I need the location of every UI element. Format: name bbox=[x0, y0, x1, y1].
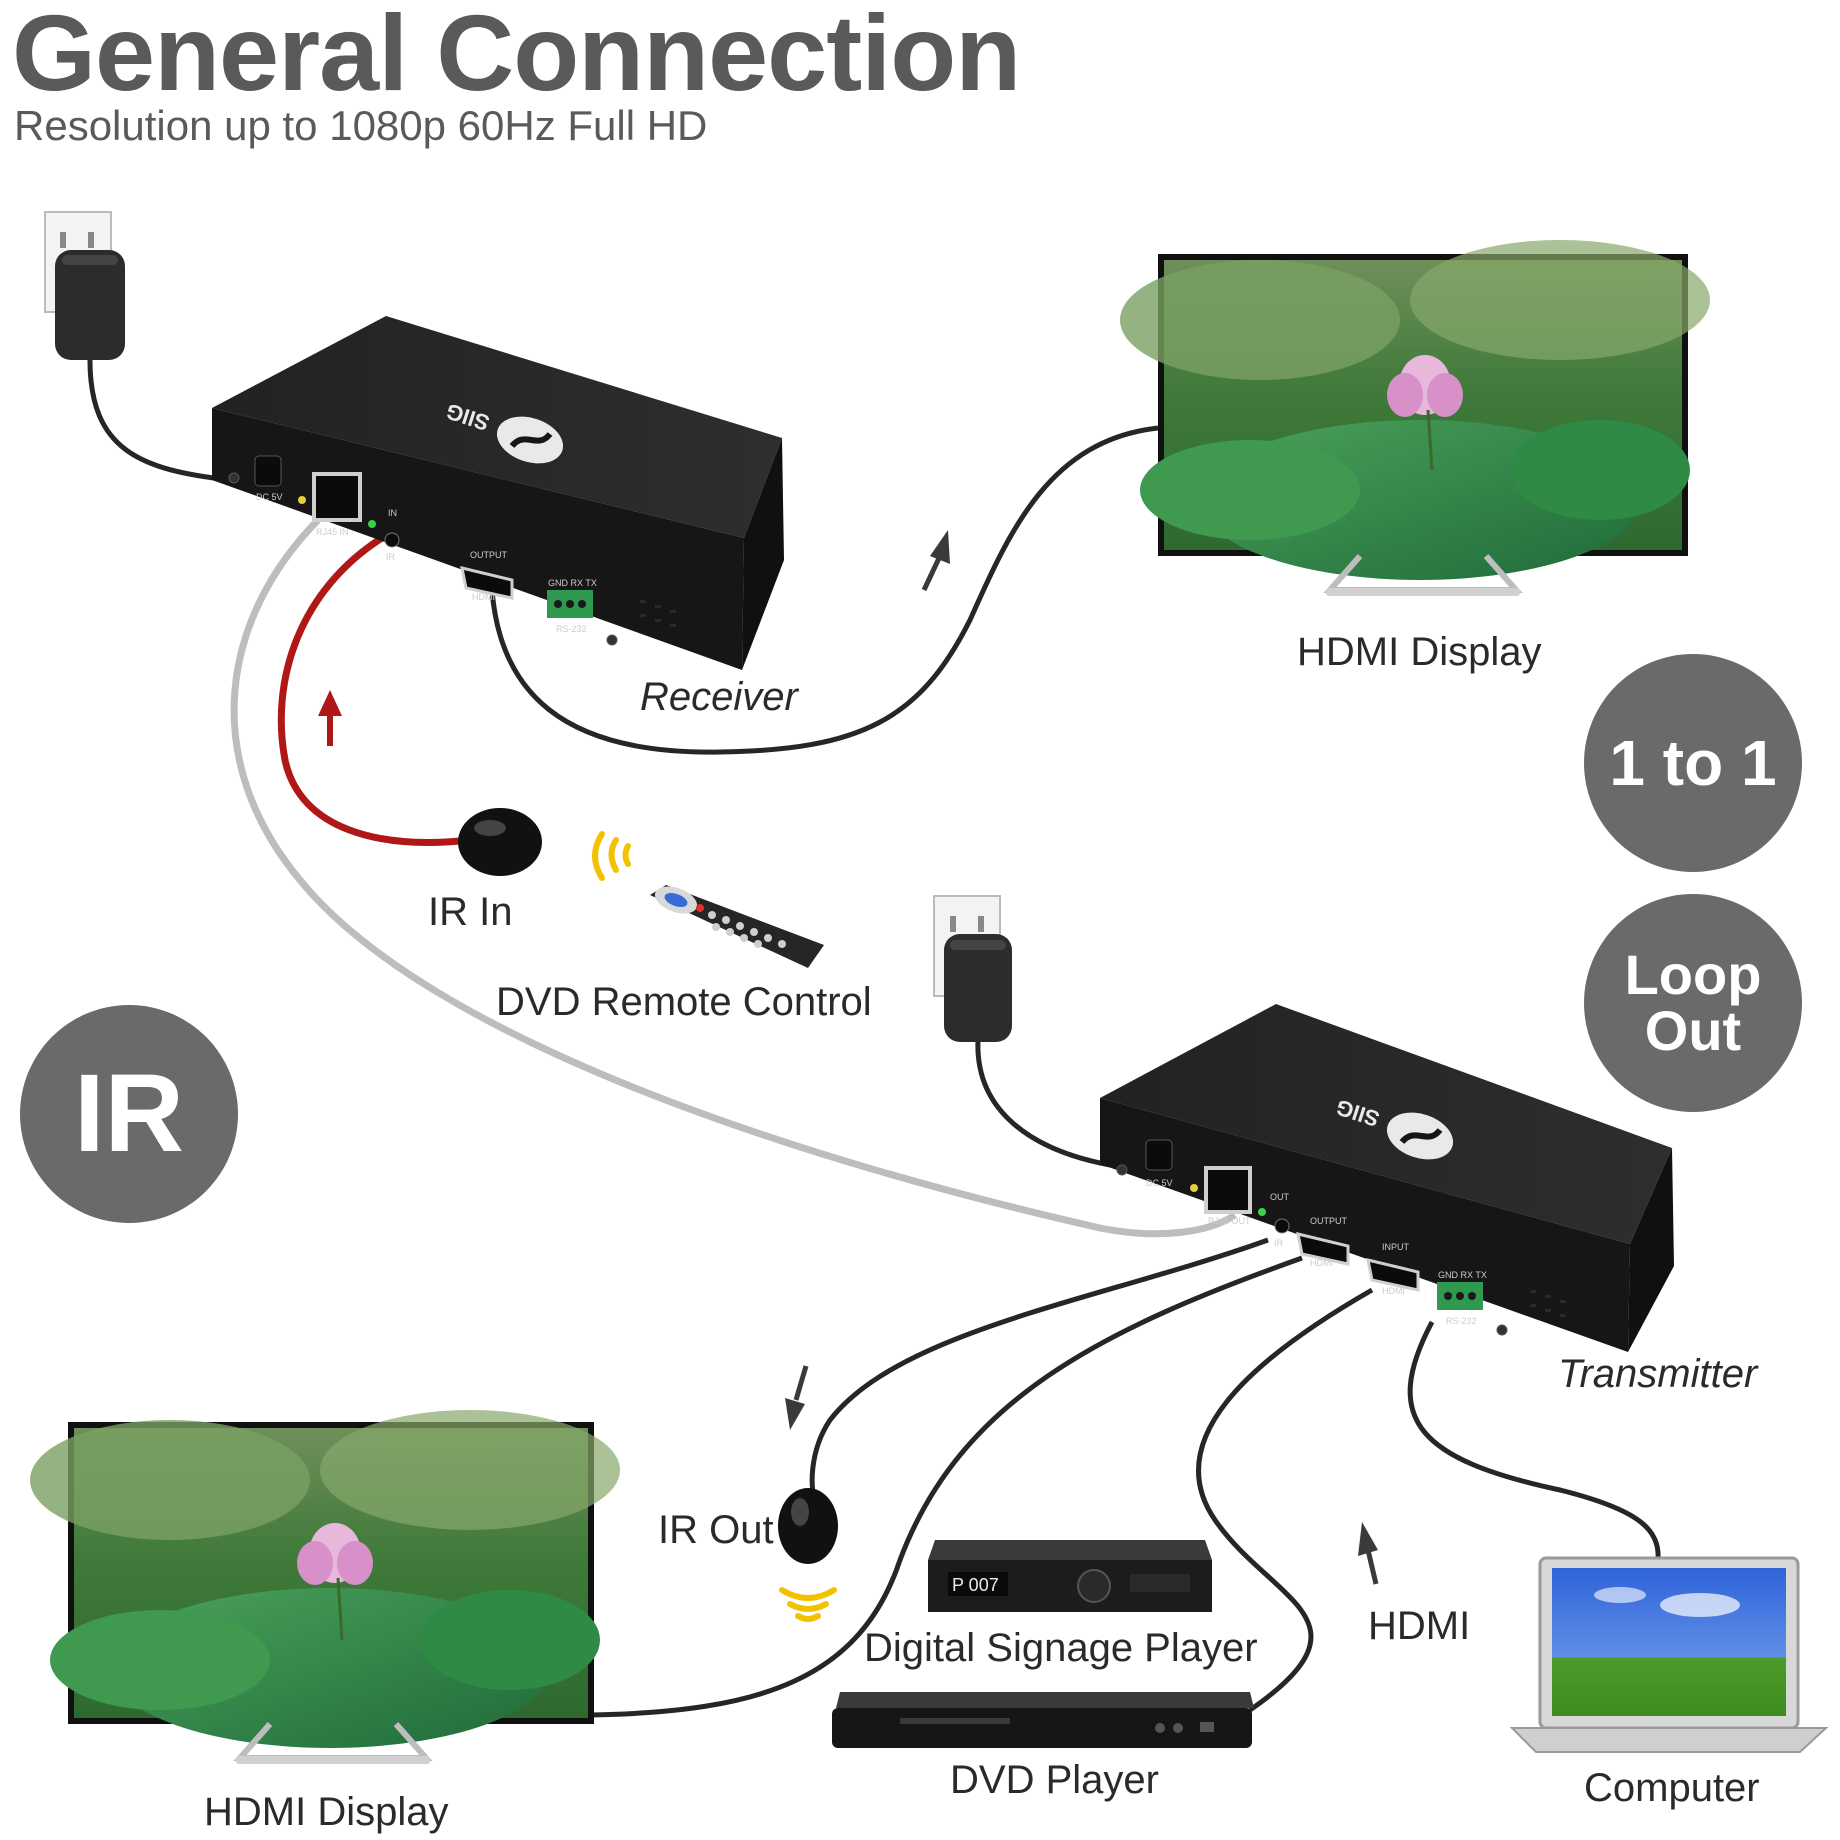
link-led bbox=[1258, 1208, 1266, 1216]
loop-out-hdmi-cable bbox=[589, 1255, 1303, 1718]
svg-text:IR: IR bbox=[386, 552, 396, 562]
siig-logo: SIIG bbox=[443, 398, 564, 464]
hdmi-input-port bbox=[1366, 1257, 1420, 1292]
svg-text:IR: IR bbox=[1274, 1238, 1284, 1248]
ir-in-sensor bbox=[458, 808, 542, 876]
dvd-player-label: DVD Player bbox=[950, 1758, 1159, 1802]
ir-out-emitter bbox=[778, 1488, 838, 1622]
top-hdmi-display-label: HDMI Display bbox=[1297, 630, 1542, 674]
top-hdmi-display bbox=[1120, 240, 1710, 596]
ir-badge: IR bbox=[20, 1005, 238, 1223]
receiver-label: Receiver bbox=[640, 675, 798, 719]
svg-text:HDMI: HDMI bbox=[1310, 1258, 1333, 1268]
bottom-hdmi-display-label: HDMI Display bbox=[204, 1790, 449, 1834]
receiver-device: SIIG DC 5V RJ45 IN IN IR OUTPUT HDMI GND… bbox=[212, 316, 784, 670]
loop-out-line1: Loop bbox=[1624, 943, 1762, 1006]
ir-out-jack bbox=[1274, 1218, 1290, 1234]
page-title: General Connection bbox=[12, 0, 1021, 113]
hdmi-label: HDMI bbox=[1368, 1604, 1471, 1648]
cat-cable bbox=[230, 517, 1237, 1238]
ir-badge-text: IR bbox=[74, 1052, 184, 1175]
svg-text:GND RX TX: GND RX TX bbox=[548, 578, 597, 588]
ir-in-cable bbox=[277, 535, 471, 846]
digital-signage-player: P 007 bbox=[928, 1540, 1212, 1612]
signage-readout: P 007 bbox=[952, 1575, 999, 1595]
svg-text:HDMI: HDMI bbox=[1382, 1286, 1405, 1296]
svg-text:RJ45 IN: RJ45 IN bbox=[316, 527, 349, 537]
link-led bbox=[368, 520, 376, 528]
svg-text:IN: IN bbox=[388, 508, 397, 518]
receiver-power-cable bbox=[87, 359, 231, 483]
ir-in-jack bbox=[384, 532, 400, 548]
receiver-hdmi-cable bbox=[489, 425, 1159, 755]
svg-text:DC 5V: DC 5V bbox=[256, 492, 283, 502]
arrow-down-icon bbox=[785, 1365, 809, 1430]
rs232-cable bbox=[1407, 1320, 1661, 1561]
ir-in-label: IR In bbox=[428, 890, 513, 934]
rj45-out-port bbox=[1204, 1166, 1252, 1214]
arrow-up-red-icon bbox=[318, 690, 342, 746]
screw bbox=[228, 472, 240, 484]
ir-out-label: IR Out bbox=[658, 1508, 774, 1552]
dvd-remote-label: DVD Remote Control bbox=[496, 980, 872, 1024]
dc-port bbox=[254, 455, 282, 487]
dvd-player bbox=[832, 1692, 1254, 1748]
loop-out-line2: Out bbox=[1644, 999, 1742, 1062]
svg-text:RS-232: RS-232 bbox=[1446, 1316, 1477, 1326]
transmitter-device: SIIG DC 5V RJ45 OUT OUT IR OUTPUT HDMI I… bbox=[1100, 1004, 1674, 1352]
loop-out-badge: Loop Out bbox=[1584, 894, 1802, 1112]
hdmi-input-cable bbox=[1195, 1287, 1374, 1713]
page-subtitle: Resolution up to 1080p 60Hz Full HD bbox=[14, 102, 708, 149]
siig-logo: SIIG bbox=[1333, 1094, 1454, 1160]
svg-text:OUT: OUT bbox=[1270, 1192, 1290, 1202]
svg-text:GND RX TX: GND RX TX bbox=[1438, 1270, 1487, 1280]
arrow-up-right-icon bbox=[921, 530, 950, 592]
transmitter-power-cable bbox=[975, 1039, 1111, 1168]
transmitter-label: Transmitter bbox=[1558, 1352, 1758, 1396]
arrow-up-hdmi-icon bbox=[1358, 1522, 1379, 1585]
svg-text:INPUT: INPUT bbox=[1382, 1242, 1410, 1252]
one-to-one-badge: 1 to 1 bbox=[1584, 654, 1802, 872]
svg-text:OUTPUT: OUTPUT bbox=[470, 550, 508, 560]
receiver-power-adapter bbox=[44, 211, 125, 360]
svg-text:OUTPUT: OUTPUT bbox=[1310, 1216, 1348, 1226]
svg-text:DC 5V: DC 5V bbox=[1146, 1178, 1173, 1188]
rj45-in-port bbox=[312, 472, 362, 522]
laptop-computer bbox=[1509, 1556, 1829, 1753]
bottom-hdmi-display bbox=[30, 1410, 620, 1764]
ir-out-cable bbox=[809, 1237, 1269, 1512]
computer-label: Computer bbox=[1584, 1766, 1760, 1810]
hdmi-loop-output-port bbox=[1296, 1231, 1350, 1266]
transmitter-power-adapter bbox=[933, 895, 1012, 1042]
remote-control bbox=[592, 831, 824, 968]
hdmi-output-port bbox=[460, 565, 514, 600]
svg-text:RS-232: RS-232 bbox=[556, 624, 587, 634]
power-led bbox=[1190, 1184, 1198, 1192]
svg-text:RJ45 OUT: RJ45 OUT bbox=[1208, 1216, 1251, 1226]
cables bbox=[87, 359, 1661, 1718]
direction-arrows bbox=[318, 530, 1379, 1585]
digital-signage-label: Digital Signage Player bbox=[864, 1626, 1258, 1670]
one-to-one-text: 1 to 1 bbox=[1609, 727, 1777, 799]
dc-port bbox=[1145, 1139, 1173, 1171]
power-led bbox=[298, 496, 306, 504]
svg-text:HDMI: HDMI bbox=[472, 592, 495, 602]
